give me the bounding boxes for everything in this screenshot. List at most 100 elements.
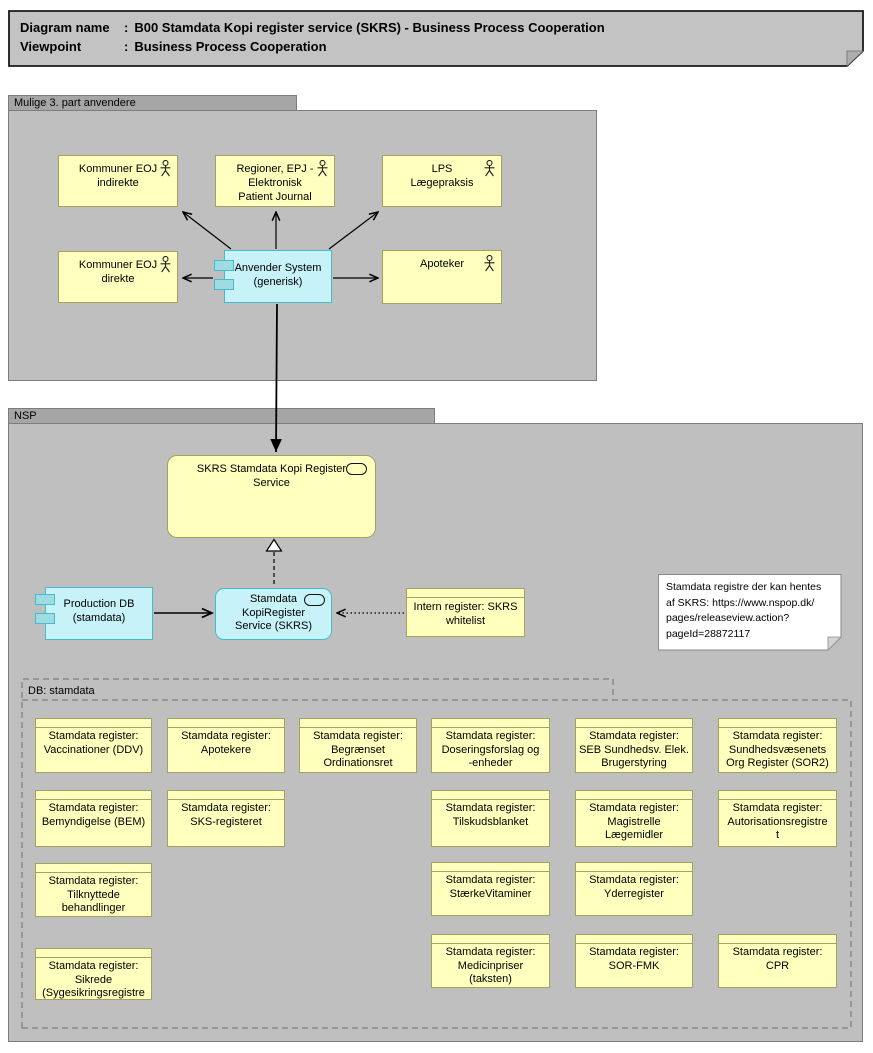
- group-label: NSP: [14, 410, 37, 422]
- business-actor-icon: [483, 160, 496, 177]
- register-box: Stamdata register: Begrænset Ordinations…: [299, 718, 417, 773]
- folded-corner-icon: [827, 636, 842, 651]
- diagram-name-value: B00 Stamdata Kopi register service (SKRS…: [134, 20, 605, 35]
- data-object-band: [36, 864, 151, 873]
- data-object-band: [432, 719, 549, 728]
- register-box: Stamdata register: Bemyndigelse (BEM): [35, 790, 152, 847]
- node-anvender-system: Anvender System (generisk): [214, 250, 332, 303]
- diagram-name-label: Diagram name: [20, 20, 110, 35]
- note: Stamdata registre der kan hentes af SKRS…: [658, 574, 842, 651]
- register-label: Stamdata register: StærkeVitaminer: [445, 874, 536, 900]
- register-box: Stamdata register: CPR: [718, 934, 837, 988]
- register-label: Stamdata register: Tilknyttede behandlin…: [48, 875, 139, 914]
- group-body-third-party: [8, 110, 597, 381]
- data-object-band: [576, 719, 692, 728]
- register-box: Stamdata register: SOR-FMK: [575, 934, 693, 988]
- business-actor-icon: [483, 255, 496, 272]
- register-label: Stamdata register: Sundhedsvæsenets Org …: [726, 730, 829, 769]
- register-label: Stamdata register: CPR: [732, 946, 823, 972]
- viewpoint-row: Viewpoint : Business Process Cooperation: [20, 37, 605, 56]
- diagram-name-row: Diagram name : B00 Stamdata Kopi registe…: [20, 18, 605, 37]
- register-label: Stamdata register: Magistrelle Lægemidle…: [589, 802, 679, 841]
- node-lps-laegepraksis: LPS Lægepraksis: [382, 155, 502, 207]
- data-object-band: [719, 935, 836, 944]
- data-object-band: [36, 949, 151, 958]
- node-label: Intern register: SKRS whitelist: [413, 601, 518, 627]
- data-object-band: [576, 935, 692, 944]
- data-object-band: [300, 719, 416, 728]
- node-label: Stamdata KopiRegister Service (SKRS): [234, 593, 313, 632]
- register-label: Stamdata register: Autorisationsregistre…: [727, 802, 828, 841]
- register-label: Stamdata register: Medicinpriser (takste…: [445, 946, 536, 985]
- business-actor-icon: [159, 256, 172, 273]
- node-apoteker: Apoteker: [382, 250, 502, 304]
- business-actor-icon: [316, 160, 329, 177]
- node-label: LPS Lægepraksis: [410, 163, 474, 189]
- node-production-db: Production DB (stamdata): [35, 587, 153, 640]
- register-box: Stamdata register: Tilknyttede behandlin…: [35, 863, 152, 917]
- register-label: Stamdata register: SEB Sundhedsv. Elek. …: [579, 730, 689, 769]
- data-object-band: [36, 791, 151, 800]
- register-label: Stamdata register: Apotekere: [181, 730, 271, 756]
- register-label: Stamdata register: Vaccinationer (DDV): [43, 730, 144, 756]
- note-shape: [658, 574, 842, 651]
- data-object-band: [407, 589, 524, 598]
- data-object-band: [168, 719, 284, 728]
- register-label: Stamdata register: Bemyndigelse (BEM): [41, 802, 146, 828]
- register-label: Stamdata register: SKS-registeret: [181, 802, 271, 828]
- register-box: Stamdata register: Yderregister: [575, 862, 693, 916]
- register-box: Stamdata register: SKS-registeret: [167, 790, 285, 847]
- component-icon: [35, 594, 55, 605]
- node-label: SKRS Stamdata Kopi Register Service: [196, 463, 347, 489]
- service-icon: [346, 463, 367, 475]
- data-object-band: [432, 863, 549, 872]
- component-icon: [214, 260, 234, 271]
- node-label: Anvender System (generisk): [234, 262, 322, 288]
- register-label: Stamdata register: Begrænset Ordinations…: [313, 730, 403, 769]
- title-note-shape: [8, 10, 865, 67]
- register-box: Stamdata register: Vaccinationer (DDV): [35, 718, 152, 773]
- node-label: Production DB (stamdata): [63, 598, 135, 624]
- data-object-band: [719, 791, 836, 800]
- node-regioner-epj: Regioner, EPJ - Elektronisk Patient Jour…: [215, 155, 335, 207]
- node-label: Apoteker: [419, 258, 465, 270]
- register-box: Stamdata register: Autorisationsregistre…: [718, 790, 837, 847]
- folded-corner-icon: [846, 50, 865, 67]
- register-box: Stamdata register: Tilskudsblanket: [431, 790, 550, 847]
- register-label: Stamdata register: Tilskudsblanket: [445, 802, 536, 828]
- separator: :: [124, 20, 129, 35]
- register-box: Stamdata register: StærkeVitaminer: [431, 862, 550, 916]
- viewpoint-label: Viewpoint: [20, 39, 82, 54]
- group-tab-nsp: NSP: [8, 408, 435, 424]
- business-actor-icon: [159, 160, 172, 177]
- register-box: Stamdata register: SEB Sundhedsv. Elek. …: [575, 718, 693, 773]
- node-kommuner-eoj-indirekte: Kommuner EOJ indirekte: [58, 155, 178, 207]
- group-label: Mulige 3. part anvendere: [14, 97, 136, 109]
- viewpoint-value: Business Process Cooperation: [134, 39, 327, 54]
- node-label: Kommuner EOJ indirekte: [78, 163, 158, 189]
- note-text: Stamdata registre der kan hentes af SKRS…: [666, 581, 822, 640]
- group-db-stamdata-outline: [21, 678, 852, 1029]
- register-label: Stamdata register: SOR-FMK: [589, 946, 679, 972]
- node-label: Regioner, EPJ - Elektronisk Patient Jour…: [236, 163, 314, 203]
- register-box: Stamdata register: Apotekere: [167, 718, 285, 773]
- group-tab-third-party: Mulige 3. part anvendere: [8, 95, 297, 111]
- data-object-band: [576, 863, 692, 872]
- register-box: Stamdata register: Doseringsforslag og -…: [431, 718, 550, 773]
- title-text: Diagram name : B00 Stamdata Kopi registe…: [20, 18, 605, 56]
- register-box: Stamdata register: Magistrelle Lægemidle…: [575, 790, 693, 847]
- data-object-band: [168, 791, 284, 800]
- node-skrs-stamdata-kopi-register-service: SKRS Stamdata Kopi Register Service: [167, 455, 376, 538]
- node-stamdata-kopiregister-service: Stamdata KopiRegister Service (SKRS): [215, 588, 332, 640]
- register-box: Stamdata register: Sikrede (Sygesikrings…: [35, 948, 152, 1000]
- node-label: Kommuner EOJ direkte: [78, 259, 158, 285]
- component-icon: [35, 613, 55, 624]
- register-label: Stamdata register: Sikrede (Sygesikrings…: [42, 960, 145, 999]
- data-object-band: [432, 791, 549, 800]
- node-intern-register-skrs-whitelist: Intern register: SKRS whitelist: [406, 588, 525, 637]
- service-icon: [304, 594, 325, 606]
- register-box: Stamdata register: Medicinpriser (takste…: [431, 934, 550, 988]
- register-label: Stamdata register: Yderregister: [589, 874, 679, 900]
- separator: :: [124, 39, 129, 54]
